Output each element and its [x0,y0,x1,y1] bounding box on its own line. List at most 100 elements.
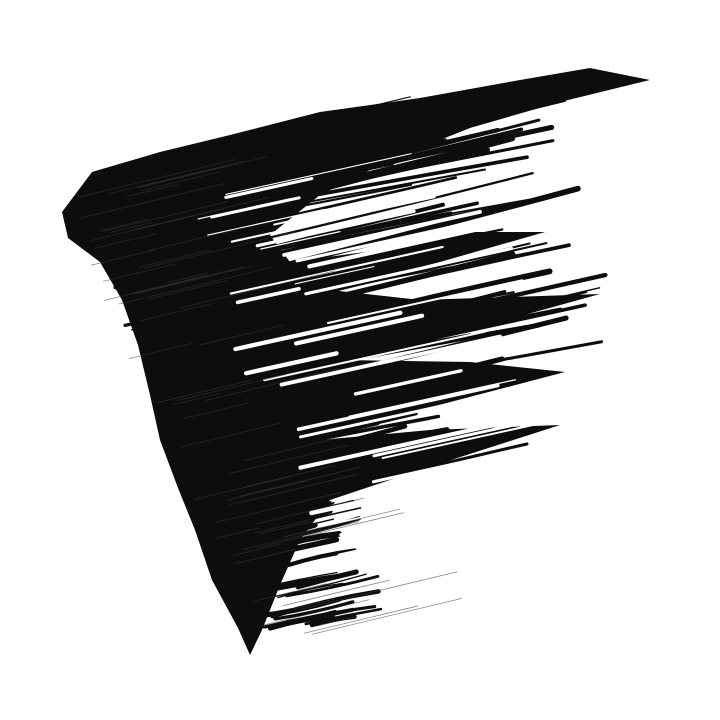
gap-streak [255,209,416,248]
gap-streak [298,421,502,470]
gap-streak [326,279,524,325]
texture-fiber [260,520,314,535]
ink-streak [135,176,458,252]
texture-fiber [228,444,349,475]
ink-streak [132,168,486,234]
texture-fiber [130,196,269,231]
texture-fiber [147,280,227,300]
texture-fiber [282,524,333,538]
gap-streak [362,541,444,561]
texture-fiber [312,597,463,635]
gap-streak [296,383,500,432]
gap-streak [294,265,375,285]
ink-streak [151,330,386,384]
texture-fiber [79,182,226,219]
ink-streak [228,522,318,549]
gap-streak [309,496,380,516]
texture-fiber [93,233,157,250]
texture-fiber [255,497,365,525]
texture-fiber [180,422,280,448]
texture-fiber [198,324,284,346]
ink-streak [128,183,413,237]
ink-streak [198,414,441,465]
ink-streak [237,536,340,563]
ink-streak [261,571,338,589]
texture-fiber [98,219,148,232]
texture-fiber [102,200,229,232]
texture-fiber [138,156,268,188]
ink-streak [201,311,522,398]
texture-fiber [252,583,327,602]
ink-streak [224,475,380,513]
gap-streak [233,310,403,352]
gap-streak [353,369,463,396]
texture-fiber [118,267,271,305]
gap-streak [387,445,618,500]
ink-streak [122,99,567,217]
texture-fiber [132,274,209,294]
gap-streak [279,334,502,387]
gap-streak [224,176,314,199]
ink-streak [224,500,335,530]
texture-fiber [144,231,296,269]
ink-streak [98,115,458,199]
ink-streak [243,435,400,476]
texture-fiber [148,228,241,251]
texture-fiber [176,373,287,401]
texture-fiber [156,379,253,404]
texture-fiber [109,160,245,195]
ink-streak [309,614,357,628]
ink-streak [259,518,335,538]
ink-streak [121,171,534,273]
gap-streak [371,447,525,484]
gap-streak [383,546,452,566]
texture-fiber [103,266,245,301]
texture-fiber [167,272,208,284]
texture-fiber [193,475,292,501]
ink-streak [295,569,359,590]
texture-fiber [229,473,358,506]
gap-streak [331,450,563,503]
ink-streak [138,118,541,220]
ink-streak [238,429,523,492]
ink-streak [150,228,504,308]
gap-streak [348,379,516,417]
ink-streak [285,574,380,598]
ink-streak [243,509,333,533]
texture-fiber [135,265,253,295]
texture-fiber [214,527,259,540]
gap-streak [243,351,339,376]
ink-streak [165,251,516,340]
texture-fiber [282,579,390,607]
ink-streak [96,102,406,185]
texture-fiber [184,402,250,419]
gap-streak [362,507,553,552]
texture-fiber [77,159,236,198]
gap-streak [210,196,301,219]
texture-fiber [141,171,219,192]
texture-fiber [89,208,225,242]
ink-streak [182,368,510,439]
texture-fiber [128,343,193,359]
ink-streak [113,201,479,290]
gap-streak [381,514,617,569]
gap-streak [260,231,341,250]
gap-streak [304,246,514,296]
gap-streak [263,330,486,382]
texture-fiber [90,249,156,266]
ink-streak [95,96,411,180]
ink-streak [129,124,555,220]
ink-streak [142,98,509,173]
gap-streak [282,209,482,257]
texture-fiber [180,270,336,309]
gap-streak [235,286,301,305]
gap-streak [295,225,454,263]
texture-fiber [235,548,296,565]
ink-streak [225,423,408,472]
gap-streak [229,245,444,295]
ink-streak [267,614,336,631]
ink-streak [207,411,418,469]
texture-fiber [260,599,370,626]
ink-streak [161,326,433,389]
